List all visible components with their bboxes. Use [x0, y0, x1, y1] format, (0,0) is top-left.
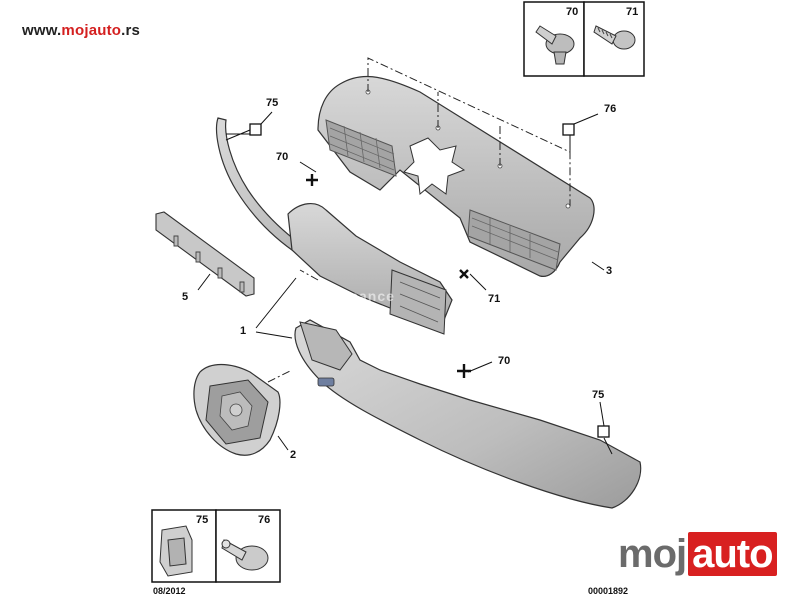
brand-logo-part-a: moj [618, 531, 687, 576]
part-5-small-bracket [155, 211, 255, 297]
callout-5: 5 [182, 291, 188, 303]
fastener-box-bottom: 75 76 [151, 509, 281, 583]
callout-76: 76 [604, 103, 616, 115]
brand-logo-part-b: auto [688, 532, 777, 576]
callout-3: 3 [606, 265, 612, 277]
rivet-clip-icon [221, 539, 269, 571]
fastener-box-bottom-label-75: 75 [196, 514, 208, 526]
site-url[interactable]: www.mojauto.rs [22, 22, 140, 39]
callout-75-top: 75 [266, 97, 278, 109]
part-3-upper-grille [317, 75, 595, 277]
watermark-text: omance [336, 288, 395, 304]
callout-1: 1 [240, 325, 246, 337]
screw-icon [593, 25, 636, 50]
footer-reference: 00001892 [588, 586, 629, 596]
fastener-box-bottom-label-76: 76 [258, 514, 270, 526]
callout-70-bottom: 70 [498, 355, 510, 367]
callout-70-top: 70 [276, 151, 288, 163]
footer-date: 08/2012 [153, 586, 186, 596]
callout-2: 2 [290, 449, 296, 461]
fastener-symbols [249, 123, 610, 438]
fastener-box-top: 70 71 [523, 1, 645, 77]
site-url-tld: .rs [121, 22, 141, 39]
part-1-lower-strip [294, 319, 642, 509]
callout-71: 71 [488, 293, 500, 305]
fastener-box-top-label-70: 70 [566, 6, 578, 18]
part-2-badge [193, 363, 281, 456]
fastener-box-top-label-71: 71 [626, 6, 638, 18]
leader-lines [197, 111, 613, 455]
site-url-brand: mojauto [61, 22, 122, 39]
retainer-clip-icon [159, 525, 193, 577]
site-url-prefix: www. [22, 22, 62, 39]
part-1-mid-bracket [287, 203, 453, 335]
callout-75-bottom: 75 [592, 389, 604, 401]
push-clip-icon [535, 25, 575, 65]
